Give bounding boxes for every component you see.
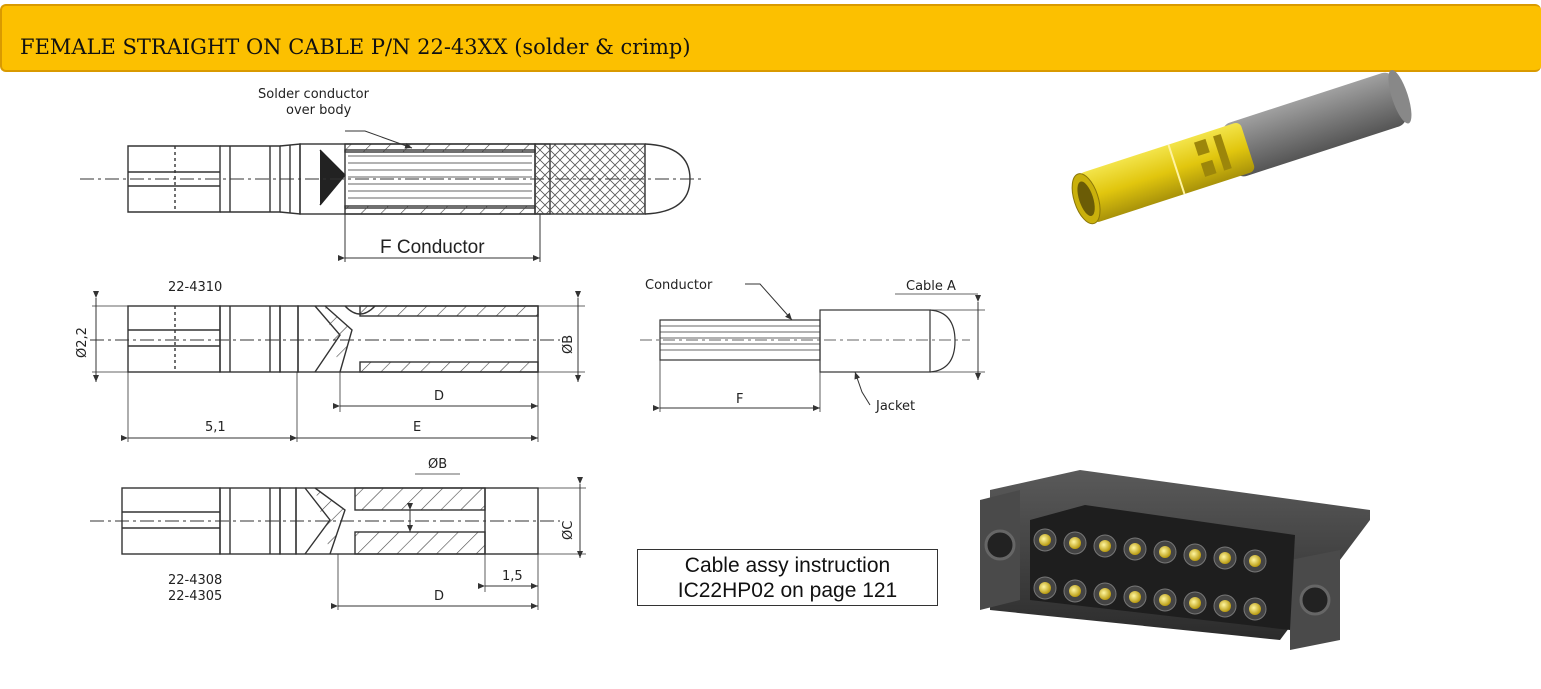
connector-pin [1249, 603, 1261, 615]
f-conductor-label: F Conductor [380, 237, 485, 258]
connector-pin [1069, 537, 1081, 549]
connector-pin [1219, 552, 1231, 564]
part-number-22-4305: 22-4305 [168, 589, 222, 604]
note-line-2: IC22HP02 on page 121 [677, 579, 898, 602]
callout-solder-line2: over body [286, 103, 352, 118]
dim-1-5-label: 1,5 [502, 569, 523, 584]
cable-strip-drawing [640, 283, 985, 412]
page-title: FEMALE STRAIGHT ON CABLE P/N 22-43XX (so… [20, 35, 691, 59]
connector-pin [1189, 549, 1201, 561]
connector-housing-render [980, 470, 1370, 650]
part-number-22-4308: 22-4308 [168, 573, 222, 588]
connector-pin [1129, 591, 1141, 603]
dim-f-label: F [736, 392, 743, 407]
connector-pin [1069, 585, 1081, 597]
gold-contact-render [1071, 69, 1412, 225]
connector-pin [1159, 546, 1171, 558]
conductor-label: Conductor [645, 278, 713, 293]
connector-pin [1039, 582, 1051, 594]
dim-d-label: D [434, 389, 444, 404]
part-number-22-4310: 22-4310 [168, 280, 222, 295]
header-bar: FEMALE STRAIGHT ON CABLE P/N 22-43XX (so… [0, 4, 1541, 72]
note-line-1: Cable assy instruction [684, 554, 891, 577]
middle-contact-drawing [90, 291, 585, 442]
connector-pin [1099, 588, 1111, 600]
bottom-dia-b-label: ØB [428, 457, 447, 472]
dim-5-1-label: 5,1 [205, 420, 226, 435]
jacket-label: Jacket [875, 399, 915, 414]
bottom-contact-drawing [90, 473, 586, 610]
dia-c-label: ØC [561, 521, 576, 540]
assembly-instruction-note: Cable assy instruction IC22HP02 on page … [637, 549, 938, 606]
connector-pin [1039, 534, 1051, 546]
connector-pin [1219, 600, 1231, 612]
connector-pins [1033, 528, 1267, 621]
connector-pin [1129, 543, 1141, 555]
connector-pin [1159, 594, 1171, 606]
connector-pin [1099, 540, 1111, 552]
dia-b-label: ØB [561, 335, 576, 354]
dim-e-label: E [413, 420, 421, 435]
dia-2-2-label: Ø2,2 [75, 327, 90, 358]
top-contact-drawing [80, 130, 705, 262]
cable-a-label: Cable A [906, 279, 956, 294]
connector-pin [1249, 555, 1261, 567]
callout-solder-line1: Solder conductor [258, 87, 370, 102]
connector-pin [1189, 597, 1201, 609]
bottom-dim-d-label: D [434, 589, 444, 604]
